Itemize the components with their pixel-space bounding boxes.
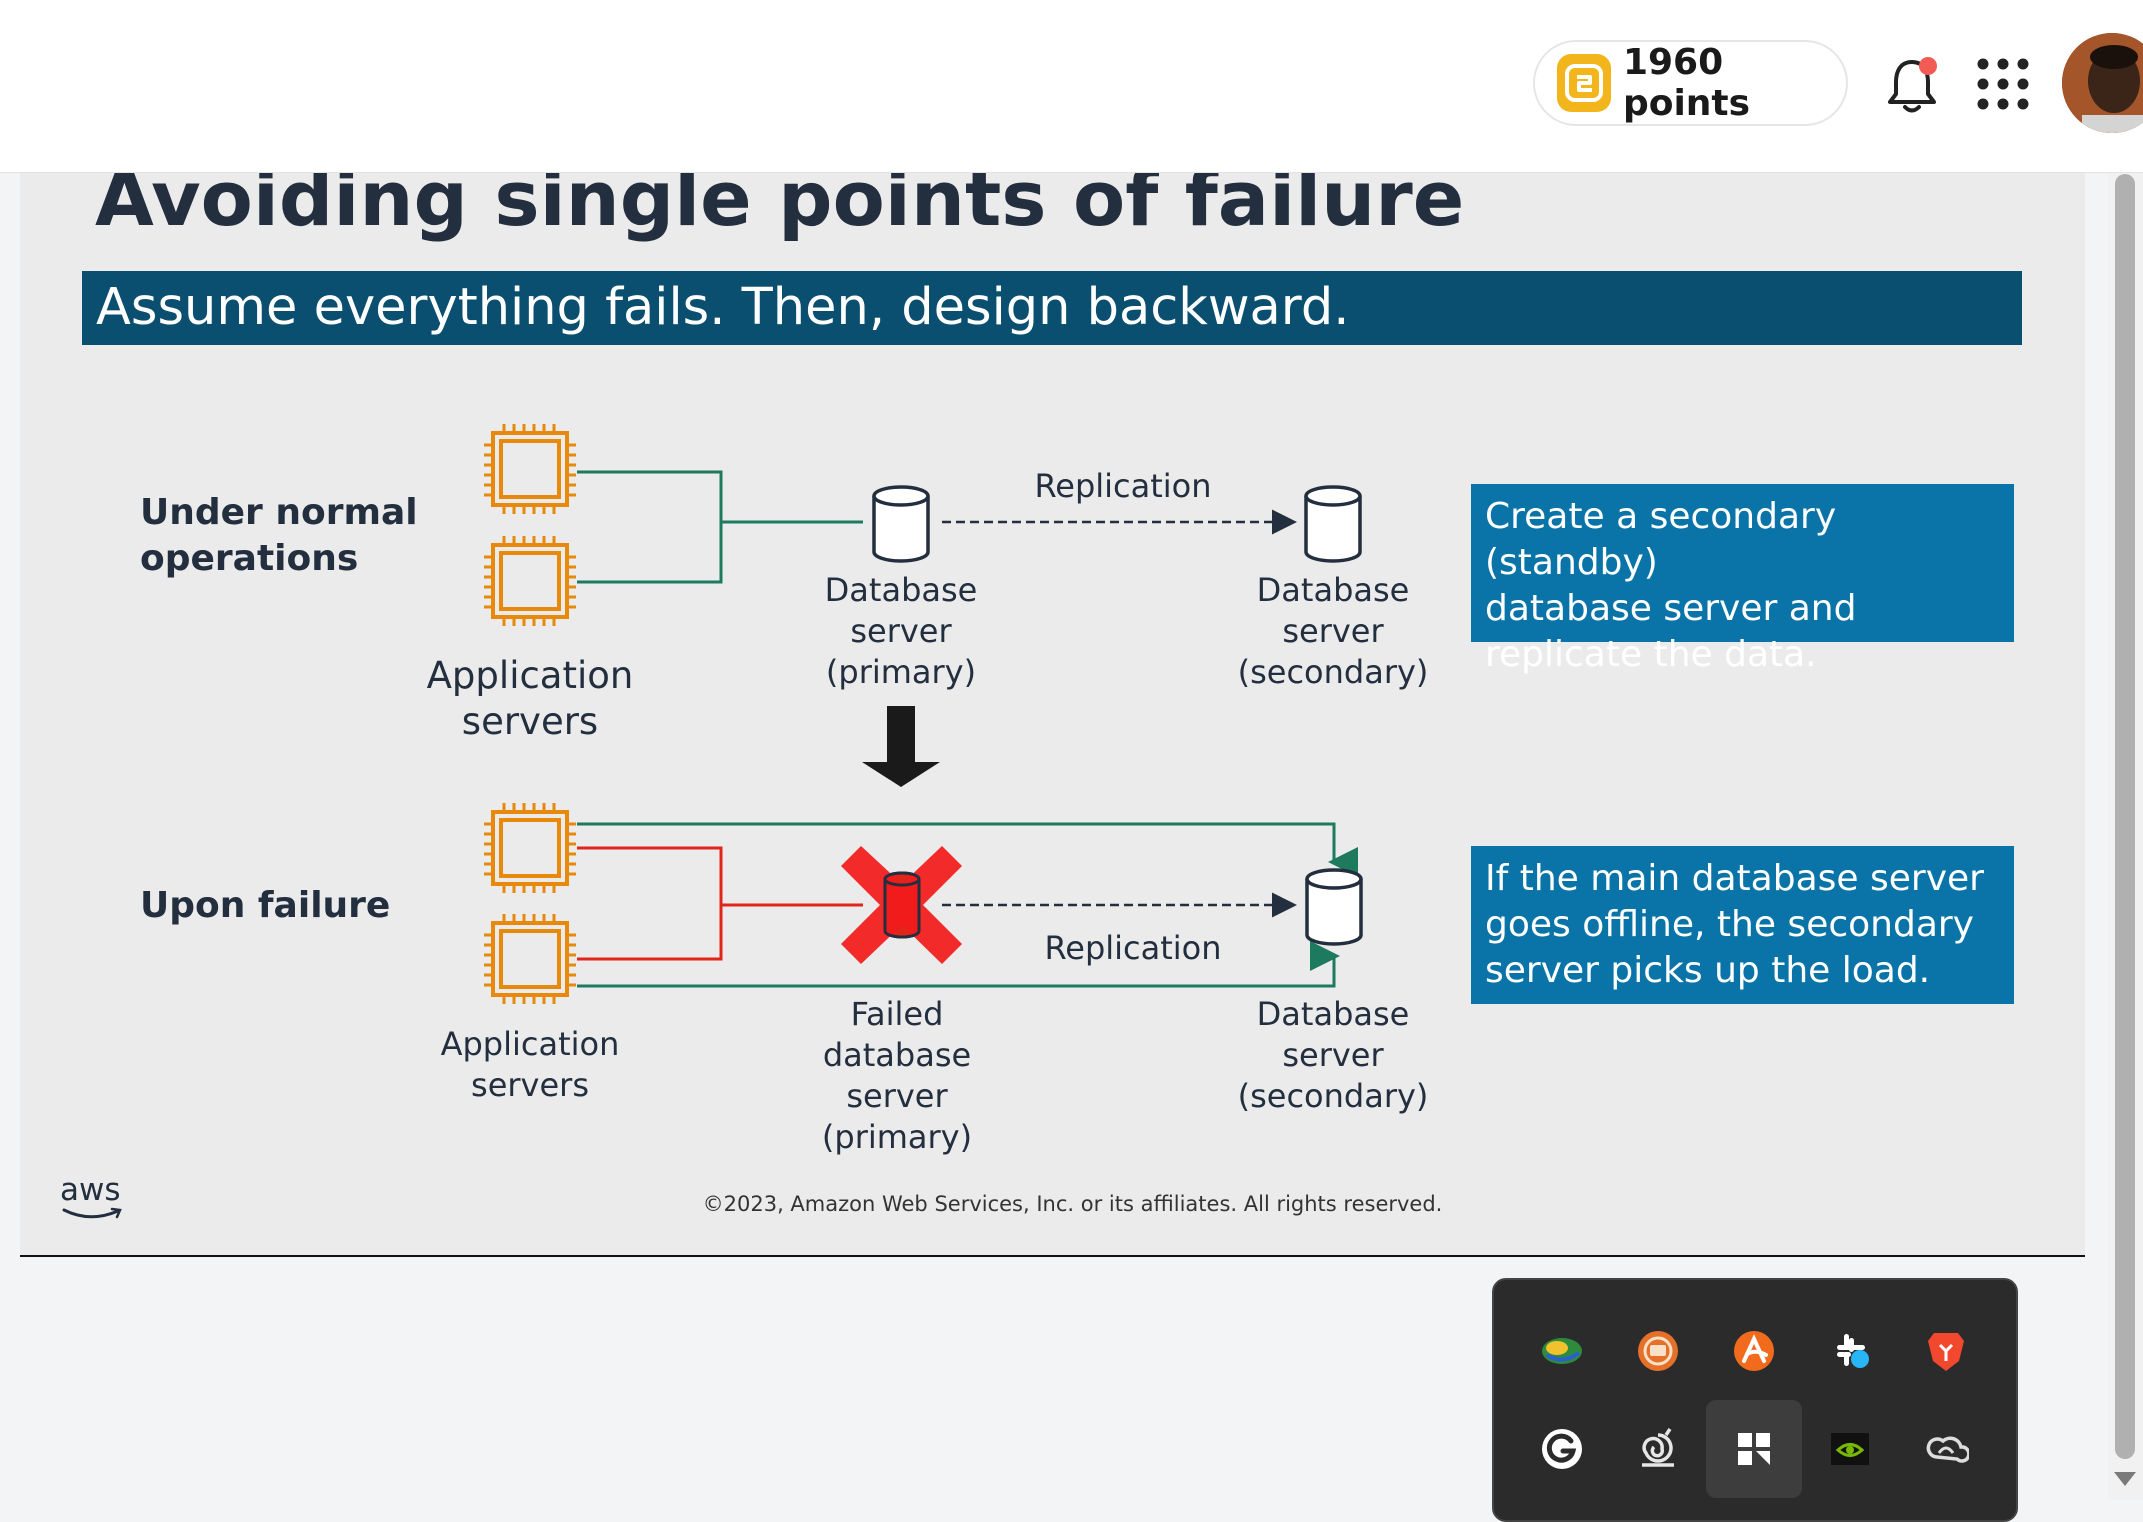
points-badge[interactable]: 1960 points xyxy=(1533,40,1848,126)
download-manager-icon[interactable] xyxy=(1514,1302,1610,1400)
slack-icon[interactable] xyxy=(1802,1302,1898,1400)
replication-label: Replication xyxy=(1034,467,1212,505)
notification-dot xyxy=(1919,57,1937,75)
down-arrow-icon xyxy=(862,706,940,787)
app-server-chip xyxy=(482,534,578,628)
bell-icon xyxy=(1888,57,1937,113)
primary-db-label: Database server (primary) xyxy=(824,571,978,691)
primary-db-icon xyxy=(872,485,930,563)
normal-callout: Create a secondary (standby) database se… xyxy=(1471,484,2014,675)
app-server-chip xyxy=(482,912,578,1006)
aws-smile-icon xyxy=(62,1207,122,1219)
slide: Avoiding single points of failure Assume… xyxy=(20,154,2085,1257)
secondary-db-icon xyxy=(1305,868,1363,946)
notifications-button[interactable] xyxy=(1884,52,1944,116)
nvidia-icon[interactable] xyxy=(1802,1400,1898,1498)
secondary-db-label: Database server (secondary) xyxy=(1237,995,1429,1115)
scroll-down-arrow-icon[interactable] xyxy=(2114,1472,2136,1486)
app-server-chip xyxy=(482,422,578,516)
vertical-scrollbar[interactable] xyxy=(2108,172,2143,1500)
upon-failure-label: Upon failure xyxy=(140,885,391,926)
grammarly-icon[interactable] xyxy=(1514,1400,1610,1498)
screen-recorder-icon[interactable] xyxy=(1610,1302,1706,1400)
snail-icon[interactable] xyxy=(1610,1400,1706,1498)
normal-operations-label: Under normal operations xyxy=(140,492,418,579)
apps-menu-button[interactable] xyxy=(1976,57,2030,111)
copyright-text: ©2023, Amazon Web Services, Inc. or its … xyxy=(702,1192,1443,1216)
secondary-db-label: Database server (secondary) xyxy=(1237,571,1429,691)
failure-x-icon xyxy=(841,846,962,964)
avast-icon[interactable] xyxy=(1706,1302,1802,1400)
creative-cloud-icon[interactable] xyxy=(1898,1400,1994,1498)
failure-callout: If the main database server goes offline… xyxy=(1471,846,2014,1004)
brave-icon[interactable] xyxy=(1898,1302,1994,1400)
replication-label: Replication xyxy=(1044,929,1222,967)
avatar[interactable] xyxy=(2062,33,2143,133)
points-label: 1960 points xyxy=(1622,42,1751,124)
secondary-db-icon xyxy=(1304,485,1362,563)
slide-banner: Assume everything fails. Then, design ba… xyxy=(82,271,2022,345)
app-servers-label: Application servers xyxy=(440,1025,620,1104)
apps-grid-icon xyxy=(1977,58,2029,110)
points-badge-icon xyxy=(1557,54,1611,112)
app-servers-label: Application servers xyxy=(426,654,634,743)
failed-db-label: Failed database server (primary) xyxy=(821,995,973,1156)
system-tray-overflow xyxy=(1492,1278,2018,1522)
app-server-chip xyxy=(482,801,578,895)
windows-widget-icon[interactable] xyxy=(1706,1400,1802,1498)
app-to-db-connector xyxy=(577,470,723,584)
failed-connector xyxy=(577,846,723,961)
aws-logo: aws xyxy=(60,1174,126,1225)
architecture-diagram xyxy=(482,422,1363,1006)
failover-connector xyxy=(577,822,1358,877)
scrollbar-thumb[interactable] xyxy=(2115,174,2135,1459)
failover-connector xyxy=(577,941,1340,988)
top-header: 1960 points xyxy=(0,0,2143,173)
